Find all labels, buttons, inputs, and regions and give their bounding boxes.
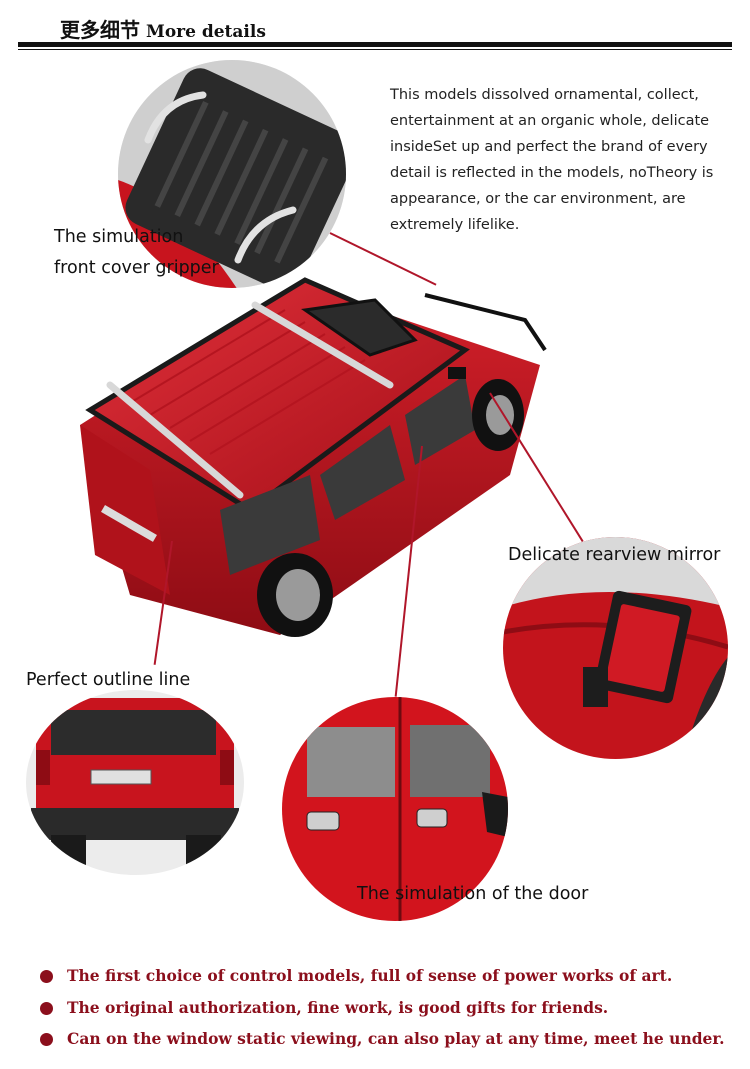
header-rule-thin	[18, 49, 732, 50]
section-title-en: More details	[146, 22, 266, 42]
car-main-image	[80, 277, 547, 637]
bullet-icon	[40, 1001, 53, 1015]
section-title-cn: 更多细节	[60, 18, 140, 42]
list-item: The original authorization, fine work, i…	[40, 998, 740, 1030]
callout-door: The simulation of the door	[357, 884, 589, 904]
bullet-icon	[40, 970, 53, 983]
list-item-text: Can on the window static viewing, can al…	[67, 1029, 725, 1048]
list-item-text: The original authorization, fine work, i…	[67, 997, 609, 1017]
header-rule	[18, 42, 732, 47]
list-item: Can on the window static viewing, can al…	[40, 1029, 740, 1061]
feature-list: The first choice of control models, full…	[40, 966, 740, 1061]
outline-detail-image	[26, 690, 244, 875]
callout-mirror: Delicate rearview mirror	[508, 545, 721, 565]
callout-gripper-line2: front cover gripper	[54, 258, 219, 278]
list-item-text: The first choice of control models, full…	[67, 966, 673, 985]
section-header: 更多细节 More details	[18, 6, 732, 50]
section-title: 更多细节 More details	[60, 14, 266, 43]
description-text: This models dissolved ornamental, collec…	[390, 87, 714, 233]
bullet-icon	[40, 1033, 53, 1046]
gripper-detail-image	[118, 60, 346, 288]
door-detail-image	[282, 697, 508, 921]
callout-outline: Perfect outline line	[26, 670, 191, 690]
mirror-detail-image	[503, 537, 728, 759]
callout-gripper-line1: The simulation	[54, 227, 184, 247]
list-item: The first choice of control models, full…	[40, 966, 740, 998]
